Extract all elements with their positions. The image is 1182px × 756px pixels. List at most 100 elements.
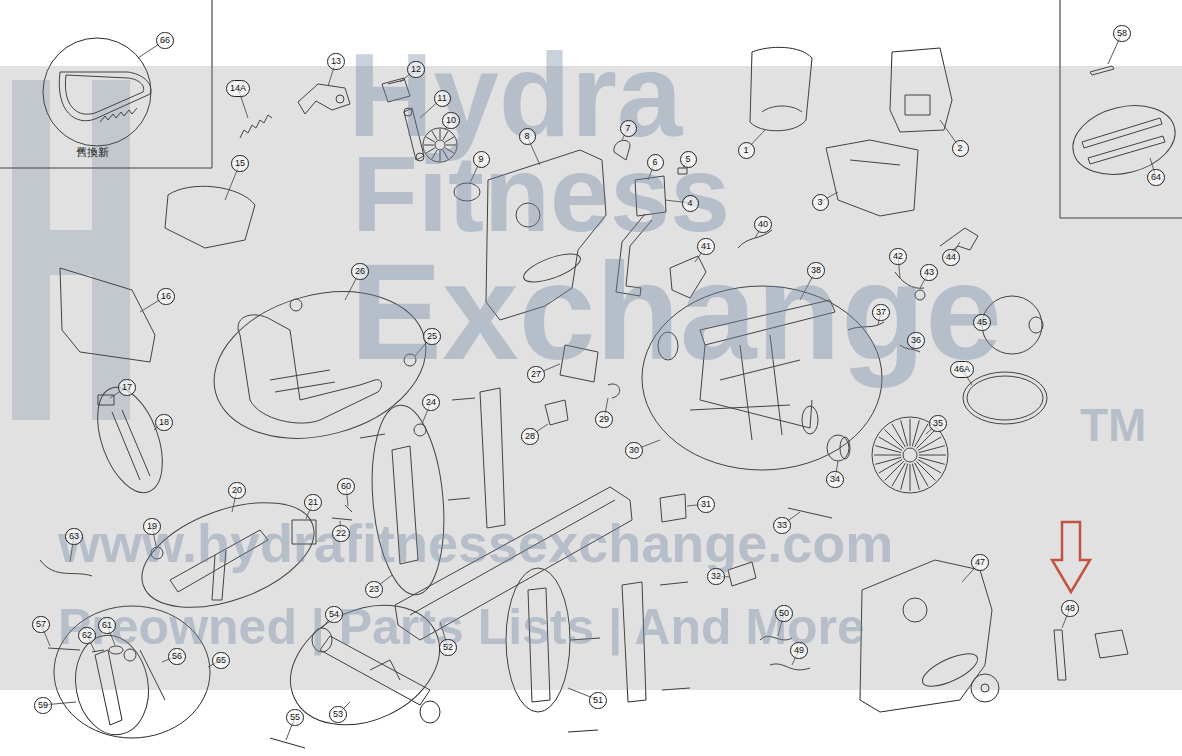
label-text: 5 [685, 155, 690, 164]
label-text: 50 [779, 609, 789, 618]
label-text: 20 [232, 486, 242, 495]
label-text: 7 [625, 124, 630, 133]
label-text: 37 [876, 308, 886, 317]
label-text: 53 [333, 710, 343, 719]
label-text: 51 [593, 696, 603, 705]
callout-number: 14A [226, 80, 250, 97]
label-text: 11 [437, 94, 446, 103]
callout-number: 37 [872, 304, 890, 321]
callout-number: 22 [332, 525, 350, 542]
label-text: 43 [924, 268, 934, 277]
label-text: 9 [478, 155, 483, 164]
callout-number: 64 [1147, 169, 1165, 186]
callout-number: 2 [952, 140, 969, 157]
watermark-text: Preowned | Parts Lists | And More [58, 602, 865, 652]
callout-number: 65 [212, 652, 230, 669]
label-text: 47 [975, 558, 985, 567]
callout-number: 24 [422, 394, 440, 411]
label-text: Preowned | Parts Lists | And More [58, 599, 865, 655]
callout-number: 7 [620, 120, 637, 137]
callout-number: 1 [738, 142, 755, 159]
callout-number: 34 [826, 471, 844, 488]
callout-number: 30 [625, 442, 643, 459]
callout-number: 35 [929, 415, 947, 432]
callout-number: 28 [521, 428, 539, 445]
label-text: 25 [427, 332, 437, 341]
label-text: 6 [652, 158, 657, 167]
callout-number: 47 [971, 554, 989, 571]
label-text: 17 [122, 383, 132, 392]
callout-number: 15 [231, 155, 249, 172]
callout-number: 63 [65, 528, 83, 545]
label-text: 12 [411, 65, 421, 74]
label-text: 14A [230, 84, 246, 93]
label-text: 22 [336, 529, 346, 538]
callout-number: 4 [682, 195, 699, 212]
callout-number: 40 [754, 216, 772, 233]
callout-number: 29 [595, 411, 613, 428]
label-text: 舊換新 [76, 146, 109, 159]
label-text: 3 [817, 198, 822, 207]
label-text: 8 [524, 132, 529, 141]
label-text: 46A [954, 365, 970, 374]
label-text: 16 [161, 292, 171, 301]
callout-number: 8 [519, 128, 536, 145]
callout-number: 50 [775, 605, 793, 622]
label-text: 49 [794, 646, 804, 655]
callout-number: 32 [707, 568, 725, 585]
label-text: 31 [701, 500, 711, 509]
watermark-band [0, 66, 1182, 690]
label-text: 19 [147, 522, 157, 531]
callout-number: 49 [790, 642, 808, 659]
label-text: 2 [957, 144, 962, 153]
label-text: 38 [811, 266, 821, 275]
callout-number: 45 [973, 314, 991, 331]
callout-number: 48 [1061, 600, 1079, 617]
label-text: 4 [687, 199, 692, 208]
callout-number: 42 [889, 248, 907, 265]
label-text: 15 [235, 159, 245, 168]
label-text: 45 [977, 318, 987, 327]
callout-number: 19 [143, 518, 161, 535]
callout-number: 5 [680, 151, 697, 168]
label-text: 42 [893, 252, 903, 261]
callout-number: 38 [807, 262, 825, 279]
label-text: 10 [446, 116, 456, 125]
callout-number: 54 [325, 606, 343, 623]
label-text: 59 [38, 701, 48, 710]
watermark-text: Fitness [352, 140, 730, 248]
label-text: 44 [946, 253, 956, 262]
label-text: 34 [830, 475, 840, 484]
label-text: 24 [426, 398, 436, 407]
callout-number: 51 [589, 692, 607, 709]
label-text: 28 [525, 432, 535, 441]
label-text: 66 [160, 36, 170, 45]
label-text: TM [1080, 399, 1146, 451]
callout-number: 58 [1113, 25, 1131, 42]
callout-number: 66 [156, 32, 174, 49]
label-text: 18 [159, 418, 169, 427]
callout-number: 25 [423, 328, 441, 345]
callout-number: 11 [434, 90, 451, 107]
label-text: 48 [1065, 604, 1075, 613]
label-text: 60 [341, 482, 351, 491]
callout-number: 57 [32, 616, 50, 633]
callout-number: 18 [155, 414, 173, 431]
callout-number: 62 [78, 627, 96, 644]
callout-number: 56 [168, 648, 186, 665]
label-text: 55 [290, 713, 300, 722]
label-text: 54 [329, 610, 339, 619]
callout-number: 21 [304, 494, 322, 511]
callout-number: 9 [473, 151, 490, 168]
callout-number: 10 [442, 112, 460, 129]
label-text: 57 [36, 620, 46, 629]
label-text: www.hydrafitnessexchange.com [58, 513, 893, 573]
label-text: 35 [933, 419, 943, 428]
inset-caption: 舊換新 [76, 147, 109, 159]
label-text: 58 [1117, 29, 1127, 38]
label-text: 64 [1151, 173, 1161, 182]
callout-number: 59 [34, 697, 52, 714]
label-text: 27 [531, 370, 541, 379]
callout-number: 43 [920, 264, 938, 281]
callout-number: 17 [118, 379, 136, 396]
